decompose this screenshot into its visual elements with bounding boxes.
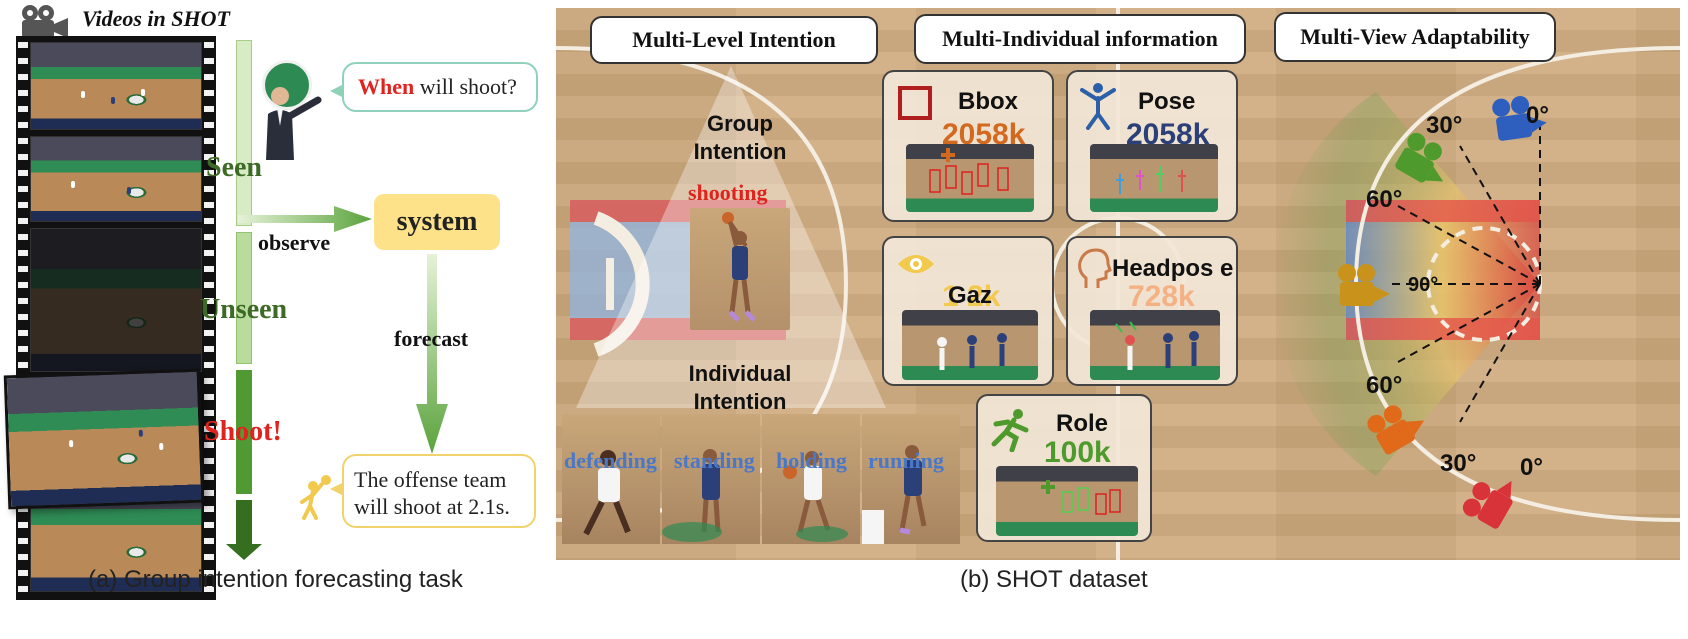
action-image-defending	[562, 414, 660, 544]
question-bubble: When will shoot?	[342, 62, 538, 112]
angle-label-0-top: 0°	[1526, 102, 1549, 129]
action-image-strip	[562, 414, 960, 544]
action-label-holding: holding	[776, 448, 847, 473]
caption-a: (a) Group intention forecasting task	[88, 566, 463, 593]
video-frame-seen-1	[30, 42, 202, 130]
title-multi-view-adaptability: Multi-View Adaptability	[1274, 12, 1556, 62]
card-bbox: Bbox 2058k	[882, 70, 1054, 222]
forecast-label: forecast	[394, 326, 469, 351]
angle-label-90: 90°	[1408, 274, 1439, 296]
videos-title: Videos in SHOT	[82, 6, 230, 31]
pose-name: Pose	[1138, 88, 1196, 115]
camera-icon-90	[1336, 264, 1394, 310]
question-rest: will shoot?	[414, 74, 517, 99]
role-name: Role	[1056, 410, 1109, 437]
card-pose: Pose 2058k	[1066, 70, 1238, 222]
caption-b: (b) SHOT dataset	[960, 566, 1148, 593]
video-frame-seen-2	[30, 136, 202, 222]
action-label-defending: defending	[564, 448, 657, 473]
team-logo	[262, 60, 312, 110]
eye-icon	[896, 250, 936, 278]
angle-label-0-bottom: 0°	[1520, 454, 1543, 481]
system-box: system	[374, 194, 500, 250]
unseen-label: Unseen	[200, 294, 288, 325]
film-strip	[16, 36, 216, 600]
observe-label: observe	[258, 230, 331, 255]
bbox-name: Bbox	[958, 88, 1018, 115]
gaze-thumbnail	[902, 310, 1038, 380]
timeline-unseen	[236, 232, 252, 364]
timeline-end	[236, 500, 252, 546]
role-value: 100k	[1044, 436, 1111, 469]
bbox-icon	[898, 86, 932, 120]
group-action-label: shooting	[688, 180, 768, 205]
answer-bubble: The offense team will shoot at 2.1s.	[342, 454, 536, 528]
timeline-shoot	[236, 370, 252, 494]
pose-icon	[1078, 82, 1118, 130]
card-headpose: Headpos e 728k	[1066, 236, 1238, 386]
answer-bubble-tail	[330, 482, 344, 496]
timeline-arrowhead	[226, 544, 262, 560]
running-icon	[988, 408, 1034, 453]
seen-label: Seen	[206, 152, 262, 183]
title-multi-level-intention: Multi-Level Intention	[590, 16, 878, 64]
forecast-arrow	[414, 254, 450, 454]
pose-thumbnail	[1090, 144, 1218, 212]
angle-label-30-bottom: 30°	[1440, 450, 1477, 477]
role-thumbnail	[996, 466, 1138, 536]
action-image-holding	[762, 414, 860, 544]
question-highlight: When	[358, 74, 415, 99]
timeline-seen	[236, 40, 252, 226]
shooter-icon	[296, 474, 334, 520]
videos-title-icon	[18, 4, 70, 40]
group-intention-label: Group Intention	[693, 111, 787, 164]
card-gaze: 1 2k Gaz e	[882, 236, 1054, 386]
headpose-name: Headpos e	[1112, 255, 1234, 282]
observe-arrow	[238, 204, 372, 234]
video-frame-shoot-highlight	[3, 368, 205, 510]
action-label-running: running	[868, 448, 944, 473]
title-multi-individual-information: Multi-Individual information	[914, 14, 1246, 64]
shoot-label: Shoot!	[204, 416, 282, 447]
action-image-running	[862, 414, 960, 544]
card-role: Role 100k	[976, 394, 1152, 542]
gaze-value: 1 2k	[942, 280, 1001, 313]
coach-figure	[260, 78, 322, 160]
angle-label-60-bottom: 60°	[1366, 372, 1403, 399]
individual-intention-label: Individual Intention	[688, 361, 792, 414]
head-icon	[1076, 248, 1112, 290]
shooting-player-image	[690, 208, 790, 330]
video-frame-unseen	[30, 228, 202, 372]
angle-label-60-top: 60°	[1366, 186, 1403, 213]
headpose-value: 728k	[1128, 280, 1195, 313]
action-image-standing	[662, 414, 760, 544]
angle-label-30-top: 30°	[1426, 112, 1463, 139]
action-label-standing: standing	[674, 448, 755, 473]
headpose-thumbnail	[1090, 310, 1220, 380]
question-bubble-tail	[330, 84, 344, 98]
bbox-thumbnail	[906, 144, 1034, 212]
